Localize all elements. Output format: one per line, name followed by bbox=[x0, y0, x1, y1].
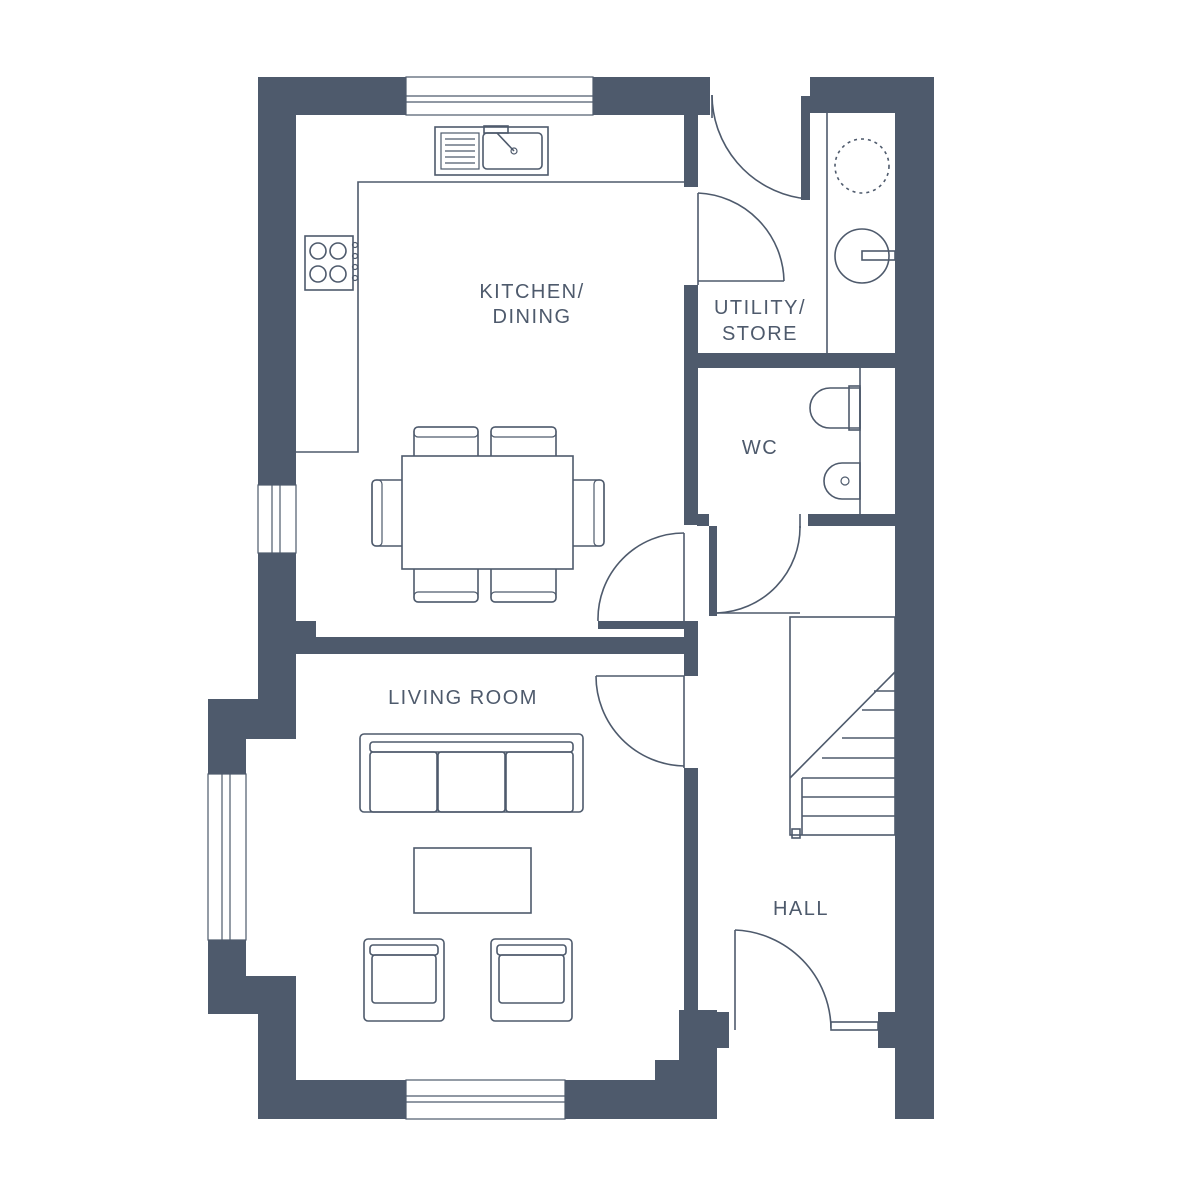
room-labels: KITCHEN/ DINING UTILITY/ STORE WC LIVING… bbox=[388, 281, 829, 920]
living-furniture bbox=[359, 733, 584, 1022]
kitchen-label-line2: DINING bbox=[493, 306, 572, 328]
utility-label-line2: STORE bbox=[722, 323, 798, 345]
hall-label: HALL bbox=[773, 898, 829, 920]
kitchen-window bbox=[405, 76, 594, 116]
wc-label: WC bbox=[742, 437, 778, 459]
walls bbox=[208, 77, 934, 1119]
bay-window bbox=[207, 773, 247, 941]
living-label: LIVING ROOM bbox=[388, 687, 538, 709]
coffee-table bbox=[413, 847, 532, 914]
wc-fittings bbox=[809, 368, 861, 514]
doors bbox=[595, 94, 879, 1031]
dining-set bbox=[371, 426, 605, 603]
wc-door bbox=[716, 514, 801, 614]
front-door bbox=[734, 929, 879, 1031]
utility-label-line1: UTILITY/ bbox=[714, 297, 806, 319]
toilet-icon bbox=[809, 385, 861, 431]
kitchen-hall-door bbox=[597, 532, 685, 622]
armchair-icon bbox=[363, 938, 445, 1022]
armchair-icon bbox=[490, 938, 573, 1022]
utility-sink-icon bbox=[834, 228, 896, 284]
kitchen-units bbox=[296, 125, 686, 453]
sofa-icon bbox=[359, 733, 584, 813]
kitchen-label-line1: KITCHEN/ bbox=[479, 281, 584, 303]
wc-basin-icon bbox=[823, 462, 861, 500]
kitchen-utility-door bbox=[697, 192, 785, 285]
living-door bbox=[595, 675, 685, 768]
stairs bbox=[789, 616, 896, 839]
hob-icon bbox=[304, 235, 359, 291]
windows bbox=[207, 76, 594, 1120]
sink-icon bbox=[434, 125, 549, 176]
kitchen-side-window bbox=[257, 484, 297, 554]
utility-fittings bbox=[826, 113, 896, 353]
living-window bbox=[405, 1079, 566, 1120]
back-door bbox=[711, 94, 805, 199]
